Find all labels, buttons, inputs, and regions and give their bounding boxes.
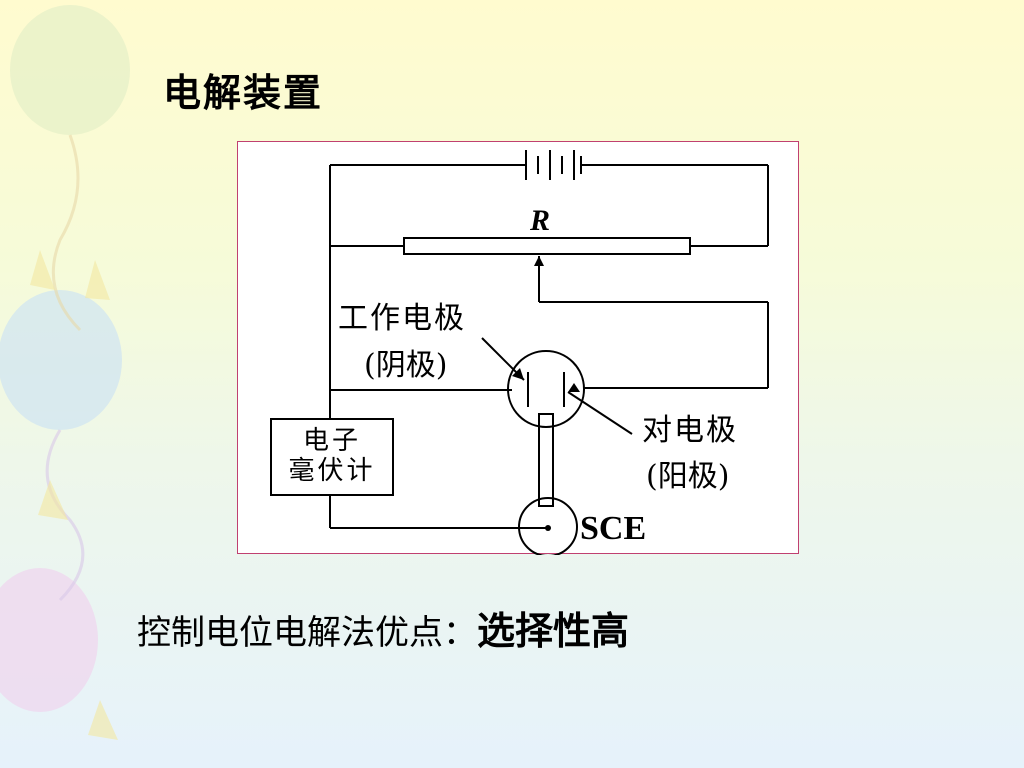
counter-arrowhead-icon [568, 383, 580, 392]
sce-junction-dot [545, 525, 551, 531]
sce-label: SCE [580, 510, 647, 547]
battery-icon [525, 150, 582, 180]
balloon-decoration [0, 5, 130, 740]
resistor [403, 237, 691, 255]
sce-cell [518, 497, 578, 555]
working-arrowhead-icon [512, 368, 524, 380]
resistor-label: R [530, 204, 551, 237]
counter-electrode-label: 对电极 [642, 413, 738, 448]
working-electrode-sublabel: (阴极) [364, 348, 448, 383]
meter-label-line1: 电子 [302, 426, 361, 457]
working-electrode-label: 工作电极 [338, 301, 466, 336]
salt-bridge [538, 413, 554, 507]
slider-arrow-icon [534, 256, 544, 266]
electrolysis-cell [507, 350, 585, 428]
meter-label-line2: 毫伏计 [288, 456, 376, 486]
advantage-prefix: 控制电位电解法优点： [137, 613, 477, 653]
counter-electrode-sublabel: (阳极) [646, 459, 730, 494]
counter-pointer-line [567, 391, 633, 435]
page-title: 电解装置 [163, 70, 324, 115]
electrolysis-diagram: R 工作电极 (阴极) 对电极 (阳极) SCE 电子 毫伏计 [237, 141, 799, 555]
advantage-statement: 控制电位电解法优点：选择性高 [137, 600, 629, 655]
advantage-highlight: 选择性高 [477, 608, 630, 653]
millivoltmeter: 电子 毫伏计 [270, 418, 394, 496]
